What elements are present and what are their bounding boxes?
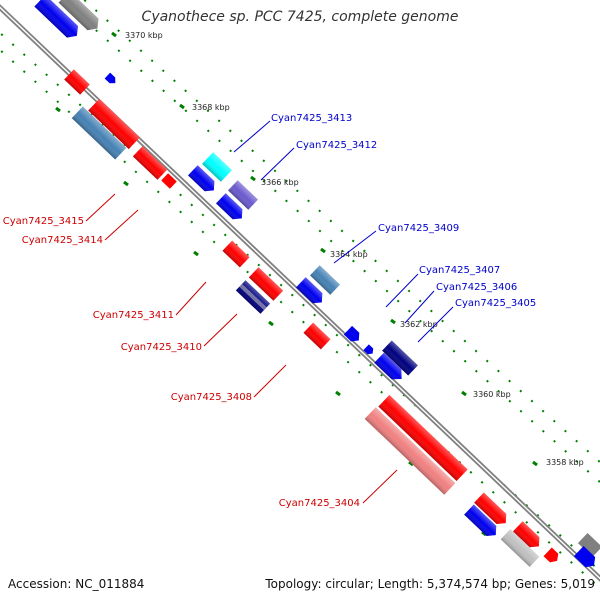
gene-arrow-3407[interactable]: [343, 325, 363, 345]
reverse-genes: [64, 69, 468, 495]
gene-arrow[interactable]: [104, 72, 118, 86]
gene-arrow[interactable]: [500, 529, 540, 567]
tick-3362: [390, 318, 396, 325]
inner-tick-a: [55, 106, 61, 113]
outer-tick-line-1: [60, 0, 600, 484]
kbp-label-3358: 3358 kbp: [546, 458, 584, 467]
tick-3358: [532, 460, 538, 467]
kbp-labels: 3370 kbp 3368 kbp 3366 kbp 3364 kbp 3362…: [125, 31, 584, 467]
gene-arrow-3409[interactable]: [310, 265, 340, 295]
kbp-label-3368: 3368 kbp: [192, 103, 230, 112]
gene-label-3408[interactable]: Cyan7425_3408: [171, 392, 252, 403]
leader-3408: [253, 364, 287, 398]
inner-tick-f: [408, 460, 414, 467]
gene-arrow-3413[interactable]: [202, 152, 232, 182]
gene-arrow[interactable]: [64, 69, 90, 95]
inner-tick-d: [268, 320, 274, 327]
tick-3364: [320, 247, 326, 254]
gene-arrow-3404[interactable]: [364, 407, 456, 495]
major-ticks: [55, 31, 538, 537]
forward-genes: [34, 0, 600, 571]
tick-3370: [111, 31, 117, 38]
gene-arrow[interactable]: [577, 533, 600, 557]
leader-3406: [404, 290, 435, 324]
gene-arrow[interactable]: [573, 546, 599, 571]
kbp-label-3370: 3370 kbp: [125, 31, 163, 40]
gene-arrow-3411[interactable]: [248, 267, 284, 301]
leader-3414: [104, 209, 139, 241]
tick-3368: [179, 103, 185, 110]
kbp-label-3362: 3362 kbp: [400, 320, 438, 329]
leader-3411: [175, 281, 207, 316]
gene-arrow-3415[interactable]: [71, 106, 127, 160]
kbp-label-3366: 3366 kbp: [261, 178, 299, 187]
gene-label-3415[interactable]: Cyan7425_3415: [3, 216, 84, 227]
gene-label-3410[interactable]: Cyan7425_3410: [121, 342, 202, 353]
gene-arrow-3408[interactable]: [303, 322, 331, 350]
gene-arrow[interactable]: [378, 394, 468, 482]
accession-text: Accession: NC_011884: [8, 577, 145, 591]
gene-arrow[interactable]: [474, 492, 510, 529]
gene-arrow[interactable]: [88, 98, 140, 150]
gene-label-3413[interactable]: Cyan7425_3413: [271, 113, 352, 124]
tick-3360: [461, 390, 467, 397]
inner-tick-e: [335, 390, 341, 397]
gene-arrow-3412[interactable]: [228, 180, 258, 210]
gene-arrow[interactable]: [543, 547, 562, 566]
summary-text: Topology: circular; Length: 5,374,574 bp…: [265, 577, 595, 591]
gene-label-3414[interactable]: Cyan7425_3414: [22, 235, 103, 246]
leader-3404: [362, 469, 398, 504]
gene-arrow[interactable]: [58, 0, 103, 34]
leader-3407: [385, 273, 419, 308]
gene-arrow[interactable]: [513, 521, 544, 551]
leader-3410: [203, 313, 238, 347]
gene-arrow[interactable]: [216, 193, 247, 223]
gene-label-3405[interactable]: Cyan7425_3405: [455, 298, 536, 309]
gene-arrow-3405[interactable]: [382, 340, 418, 376]
gene-label-3406[interactable]: Cyan7425_3406: [436, 282, 517, 293]
gene-label-3412[interactable]: Cyan7425_3412: [296, 140, 377, 151]
label-leaders: [85, 120, 454, 504]
gene-label-3404[interactable]: Cyan7425_3404: [279, 498, 360, 509]
gene-arrow[interactable]: [34, 0, 82, 42]
gene-arrow[interactable]: [222, 240, 250, 268]
gene-arrow[interactable]: [161, 173, 177, 189]
gene-label-3409[interactable]: Cyan7425_3409: [378, 223, 459, 234]
gene-arrow-3406[interactable]: [363, 344, 375, 356]
inner-tick-c: [193, 250, 199, 257]
leader-3415: [85, 193, 116, 222]
gene-label-3407[interactable]: Cyan7425_3407: [419, 265, 500, 276]
gene-arrow-3414[interactable]: [132, 146, 168, 180]
leader-3412: [260, 147, 295, 181]
tick-3366: [250, 175, 256, 182]
gene-arrow[interactable]: [374, 352, 406, 385]
gene-label-3411[interactable]: Cyan7425_3411: [93, 310, 174, 321]
gene-arrow-3410[interactable]: [235, 280, 271, 314]
leader-3405: [417, 306, 454, 343]
gene-arrow[interactable]: [188, 165, 219, 195]
kbp-label-3364: 3364 kbp: [330, 250, 368, 259]
gene-arrow[interactable]: [464, 504, 500, 541]
gene-labels: Cyan7425_3413 Cyan7425_3412 Cyan7425_341…: [3, 113, 537, 509]
inner-tick-b: [123, 180, 129, 187]
leader-3409: [333, 230, 377, 264]
map-title: Cyanothece sp. PCC 7425, complete genome: [141, 9, 459, 25]
kbp-label-3360: 3360 kbp: [473, 390, 511, 399]
leader-3413: [233, 120, 271, 153]
gene-arrow[interactable]: [296, 277, 327, 307]
